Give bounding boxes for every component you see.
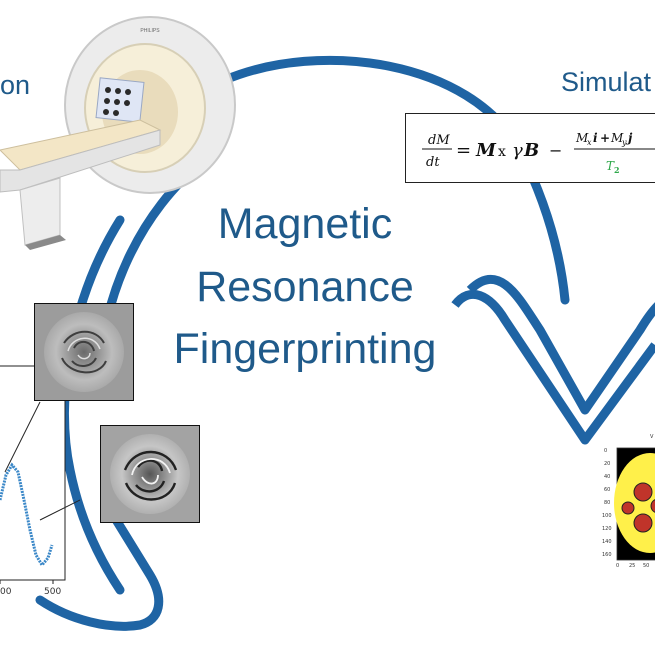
- scanner-screen: [95, 77, 145, 123]
- phantom-vial-4: [621, 501, 635, 515]
- map-xtick: 25: [629, 563, 635, 569]
- map-ytick: 100: [602, 513, 612, 519]
- map-ytick: 60: [604, 487, 610, 493]
- eq-b: B: [523, 140, 539, 161]
- bloch-equation-box: dM dt = M x γ B − M x i + M y j T 2: [405, 113, 655, 183]
- eq-num-plus: +: [600, 131, 610, 145]
- eq-gamma: γ: [512, 140, 523, 161]
- eq-dm: dM: [428, 133, 450, 148]
- eq-equals: =: [456, 140, 471, 161]
- eq-dt: dt: [426, 155, 440, 170]
- eq-minus: −: [549, 141, 562, 160]
- plot-xtick-0: 00: [0, 587, 12, 597]
- scanner-brand: PHILIPS: [140, 28, 160, 34]
- eq-num-mx: M: [575, 131, 589, 145]
- mri-scanner: PHILIPS: [0, 16, 236, 250]
- bloch-equation: dM dt = M x γ B − M x i + M y j T 2: [422, 131, 655, 175]
- signal-curve: [0, 462, 54, 568]
- signal-plot: 00 500: [0, 365, 80, 597]
- title-line-2: Resonance: [196, 263, 414, 311]
- map-title: V: [650, 434, 654, 440]
- phantom-vial-2: [633, 513, 653, 533]
- arrowhead-right: [466, 274, 655, 415]
- phantom-vial-3: [650, 499, 655, 513]
- eq-num-i: i: [593, 131, 598, 145]
- map-xtick: 0: [616, 563, 619, 569]
- eq-num-my: M: [610, 131, 624, 145]
- phantom-vial-1: [633, 482, 653, 502]
- map-ytick: 80: [604, 500, 610, 506]
- arrowhead-bottom-left: [35, 505, 164, 631]
- simulation-label: Simulat: [561, 67, 652, 97]
- arrowhead-right-inner: [451, 289, 655, 445]
- eq-num-j: j: [626, 131, 633, 145]
- fingerprint-image-1: [34, 303, 134, 401]
- arrow-left-arc: [59, 215, 125, 595]
- eq-den-2: 2: [614, 165, 620, 175]
- eq-num-x: x: [587, 138, 592, 147]
- map-ytick: 120: [602, 526, 612, 532]
- eq-den-t: T: [606, 159, 615, 173]
- phantom-map: V 0 20 40 60 80 100 120 140 160 0 25 50: [602, 434, 655, 569]
- map-ytick: 20: [604, 461, 610, 467]
- map-ytick: 40: [604, 474, 610, 480]
- title-line-3: Fingerprinting: [173, 325, 437, 373]
- fingerprint-image-2: [100, 425, 200, 523]
- acquisition-label: on: [0, 70, 31, 100]
- map-ytick: 140: [602, 539, 612, 545]
- map-ytick: 160: [602, 552, 612, 558]
- map-ytick: 0: [604, 448, 607, 454]
- title-line-1: Magnetic: [217, 200, 393, 248]
- plot-xtick-1: 500: [44, 587, 61, 597]
- map-xtick: 50: [643, 563, 649, 569]
- eq-m: M: [475, 140, 497, 161]
- eq-cross: x: [498, 144, 506, 160]
- eq-num-y: y: [621, 138, 627, 147]
